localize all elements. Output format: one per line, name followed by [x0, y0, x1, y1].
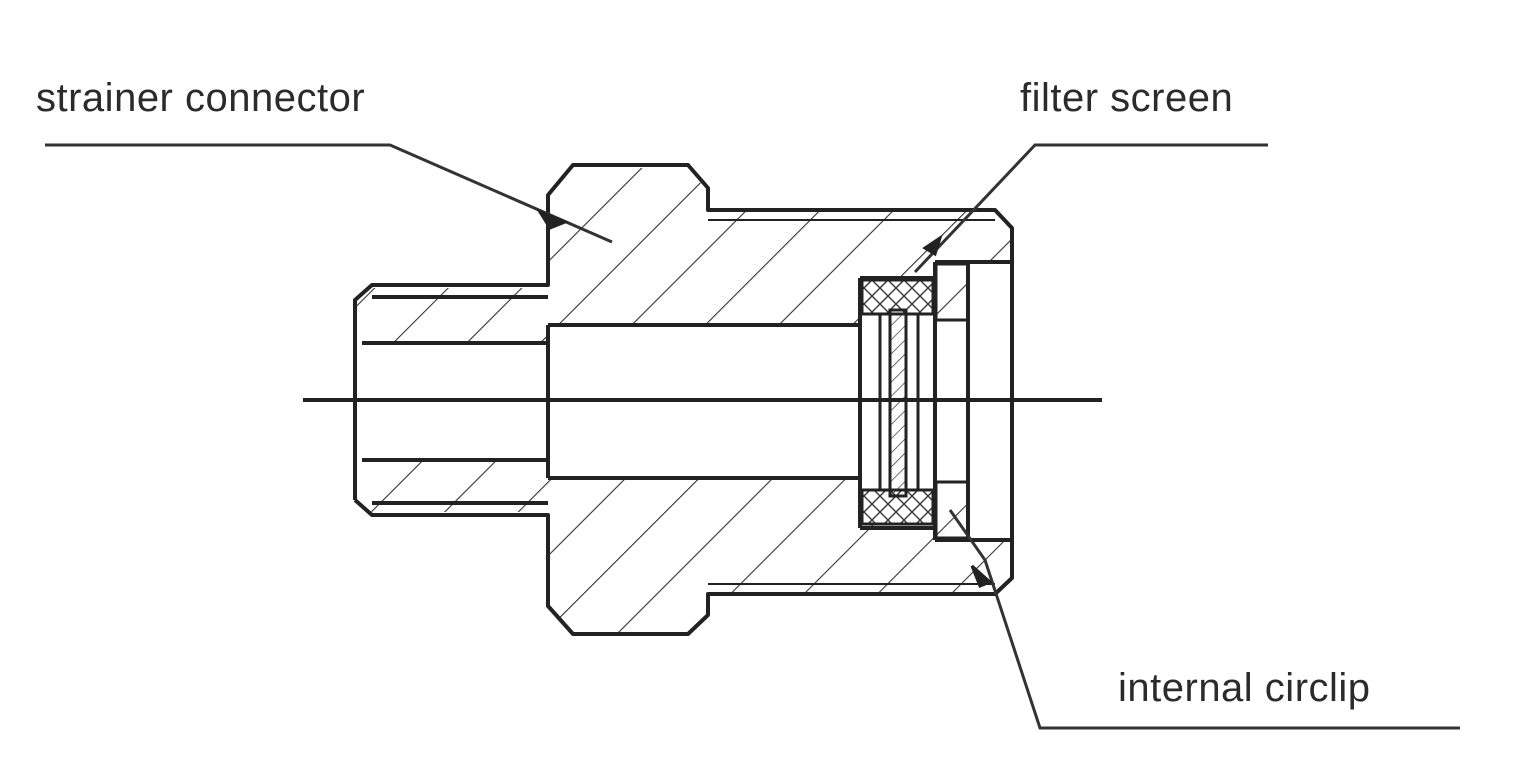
filter-screen-arrow [922, 234, 943, 257]
filter-screen-leader [913, 143, 1268, 274]
strainer-connector-label: strainer connector [36, 76, 366, 120]
leader-lines [45, 143, 1460, 730]
internal-circlip-label: internal circlip [1118, 666, 1371, 710]
strainer-connector-arrow [536, 208, 570, 230]
filter-screen [860, 278, 935, 526]
internal-circlip-arrow [970, 564, 993, 588]
strainer-connector-leader [45, 143, 613, 244]
filter-screen-label: filter screen [1020, 76, 1234, 120]
internal-circlip-leader [948, 509, 1460, 730]
